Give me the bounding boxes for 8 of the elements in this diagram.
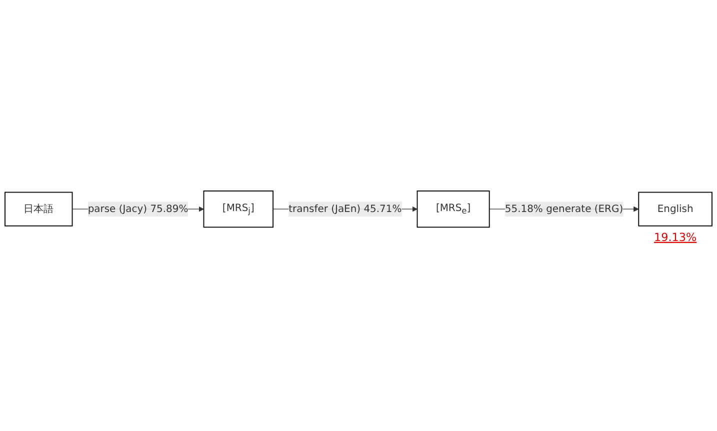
edge-label: transfer (JaEn) 45.71% [288,202,402,214]
node-box: 日本語 [4,191,73,226]
node-box: English [638,191,712,226]
score-text: 19.13% [654,230,697,244]
edge-label: 55.18% generate (ERG) [504,202,624,214]
edge-label: parse (Jacy) 75.89% [88,202,188,214]
node-box: [MRS$_{e}$] [416,190,490,228]
node-box: [MRS$_{j}$] [203,190,274,228]
